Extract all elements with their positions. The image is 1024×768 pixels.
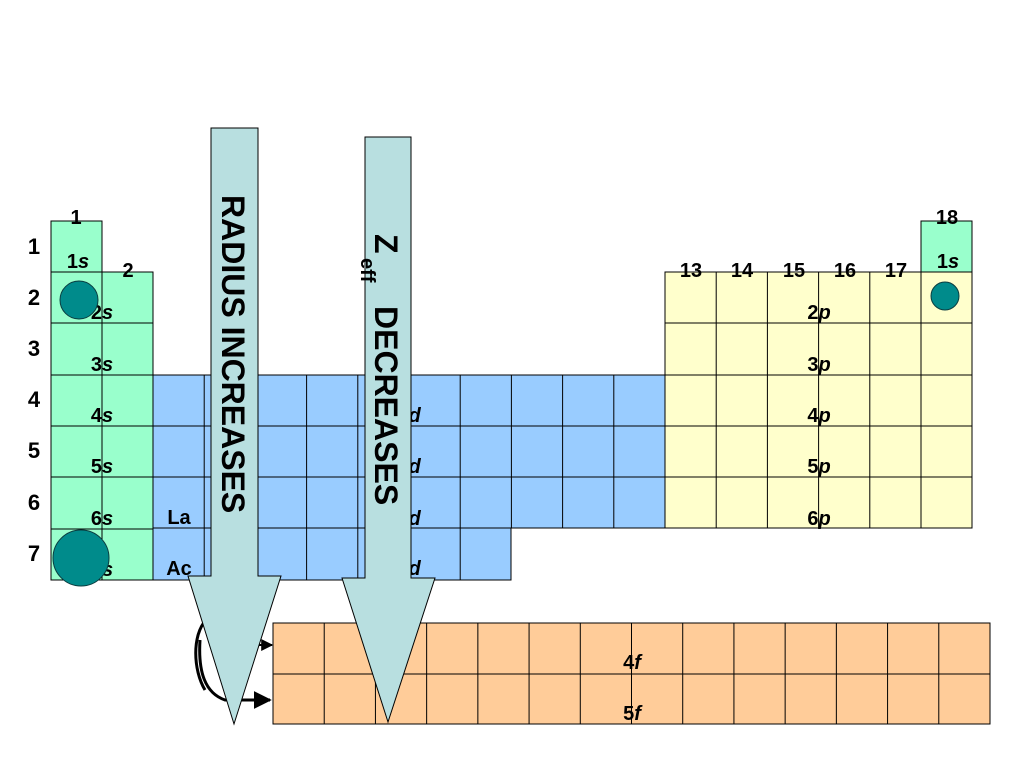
group-label-15: 15 — [783, 260, 805, 282]
s-labels: 1s 2s 3s 4s 5s 6s 7s 1s — [67, 251, 959, 581]
zeff-decreases: DECREASES — [368, 306, 404, 505]
group-label-14: 14 — [731, 260, 754, 282]
s-block — [50, 220, 973, 581]
s-label-3s: 3s — [91, 354, 113, 376]
small-atom-hydrogen — [59, 280, 99, 320]
large-atom-francium — [52, 529, 110, 587]
group-label-13: 13 — [680, 260, 702, 282]
radius-arrow-label: RADIUS INCREASES — [215, 195, 251, 513]
s-block-he-cell — [920, 220, 973, 273]
zeff-arrow: Z eff DECREASES — [341, 136, 436, 724]
period-label-5: 5 — [28, 438, 40, 463]
zeff-subscript: eff — [356, 258, 378, 283]
p-label-5p: 5p — [807, 456, 830, 478]
period-label-6: 6 — [28, 490, 40, 515]
actinium-label: Ac — [166, 558, 192, 580]
group-label-2: 2 — [122, 260, 133, 282]
s-label-4s: 4s — [91, 405, 113, 427]
group-labels: 1 2 13 14 15 16 17 18 — [70, 207, 958, 282]
p-block — [664, 271, 973, 529]
period-label-4: 4 — [28, 387, 41, 412]
period-label-7: 7 — [28, 541, 40, 566]
p-label-6p: 6p — [807, 508, 830, 530]
period-label-2: 2 — [28, 285, 40, 310]
f-label-4f: 4f — [623, 652, 643, 674]
period-labels: 1 2 3 4 5 6 7 — [28, 234, 41, 566]
lanthanum-label: La — [167, 507, 191, 529]
zeff-arrow-label: Z eff DECREASES — [356, 234, 404, 505]
p-label-4p: 4p — [807, 405, 830, 427]
d-block-period7 — [152, 527, 512, 581]
p-block-grid — [665, 272, 972, 528]
actinide-connector — [198, 639, 272, 709]
s-label-5s: 5s — [91, 456, 113, 478]
zeff-z: Z — [368, 234, 404, 254]
lanthanide-connector — [194, 618, 208, 691]
s-block-h-cell — [50, 220, 103, 273]
group-label-16: 16 — [834, 260, 856, 282]
s-label-2s: 2s — [91, 302, 113, 324]
zeff-arrow-shape — [341, 136, 436, 724]
f-labels: 4f 5f — [623, 652, 643, 725]
group-label-1: 1 — [70, 207, 81, 229]
s-block-rowlines — [51, 322, 153, 530]
s-label-1s-he: 1s — [937, 251, 959, 273]
s-label-6s: 6s — [91, 508, 113, 530]
group-label-17: 17 — [885, 260, 907, 282]
radius-arrow: RADIUS INCREASES — [187, 127, 282, 726]
f-label-5f: 5f — [623, 703, 643, 725]
small-atom-helium — [930, 281, 960, 311]
p-labels: 2p 3p 4p 5p 6p — [807, 302, 830, 530]
group-label-18: 18 — [936, 207, 958, 229]
f-block-connectors — [194, 618, 274, 709]
s-label-1s-h: 1s — [67, 251, 89, 273]
period-label-1: 1 — [28, 234, 40, 259]
p-label-3p: 3p — [807, 354, 830, 376]
radius-arrow-shape — [187, 127, 282, 726]
period-label-3: 3 — [28, 336, 40, 361]
p-label-2p: 2p — [807, 302, 830, 324]
